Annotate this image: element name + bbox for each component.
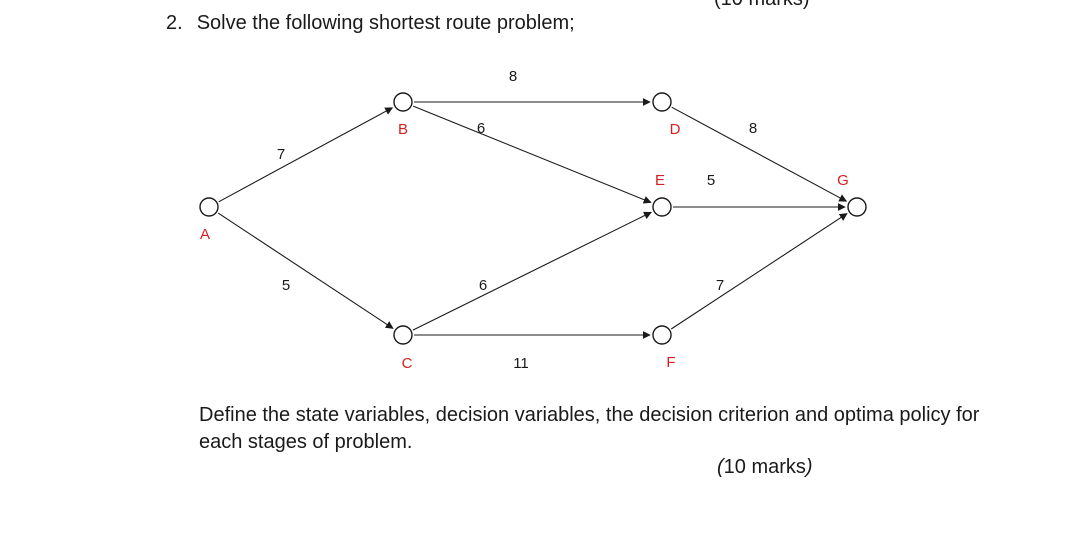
cut-off-marks-text: (10 marks) bbox=[714, 0, 810, 11]
node-label-f: F bbox=[666, 354, 675, 371]
edge-a-b bbox=[218, 107, 394, 203]
edge-weight-a-c: 5 bbox=[282, 277, 290, 294]
edge-a-c bbox=[217, 212, 394, 329]
edge-weight-a-b: 7 bbox=[277, 146, 285, 163]
edge-weight-f-g: 7 bbox=[716, 277, 724, 294]
node-label-e: E bbox=[655, 172, 665, 189]
definition-instruction: Define the state variables, decision var… bbox=[199, 404, 980, 453]
node-label-a: A bbox=[200, 226, 210, 243]
question-title: Solve the following shortest route probl… bbox=[196, 12, 575, 34]
node-d bbox=[652, 92, 672, 112]
network-nodes bbox=[199, 92, 867, 345]
edge-c-e bbox=[412, 211, 652, 331]
edge-weight-d-g: 8 bbox=[749, 120, 757, 137]
edge-weight-c-f: 11 bbox=[513, 355, 529, 372]
node-e bbox=[652, 197, 672, 217]
edge-b-e bbox=[412, 105, 652, 204]
node-label-b: B bbox=[398, 121, 408, 138]
node-b bbox=[393, 92, 413, 112]
node-label-c: C bbox=[402, 355, 413, 372]
node-f bbox=[652, 325, 672, 345]
node-label-d: D bbox=[670, 121, 681, 138]
edge-f-g bbox=[670, 213, 848, 330]
edge-weight-c-e: 6 bbox=[479, 277, 487, 294]
question-heading: 2. Solve the following shortest route pro… bbox=[166, 12, 575, 35]
edge-weight-e-g: 5 bbox=[707, 172, 715, 189]
marks-allocation: (10 marks) bbox=[717, 456, 813, 479]
edge-weight-b-e: 6 bbox=[477, 120, 485, 137]
question-number: 2. bbox=[166, 12, 183, 34]
node-label-g: G bbox=[837, 172, 849, 189]
node-a bbox=[199, 197, 219, 217]
node-c bbox=[393, 325, 413, 345]
marks-open-paren: ( bbox=[717, 456, 724, 478]
node-g bbox=[847, 197, 867, 217]
edge-weight-b-d: 8 bbox=[509, 68, 517, 85]
marks-text: 10 marks bbox=[723, 456, 806, 478]
edge-d-g bbox=[671, 106, 848, 202]
marks-close-paren: ) bbox=[805, 456, 813, 478]
network-edges bbox=[217, 98, 848, 339]
